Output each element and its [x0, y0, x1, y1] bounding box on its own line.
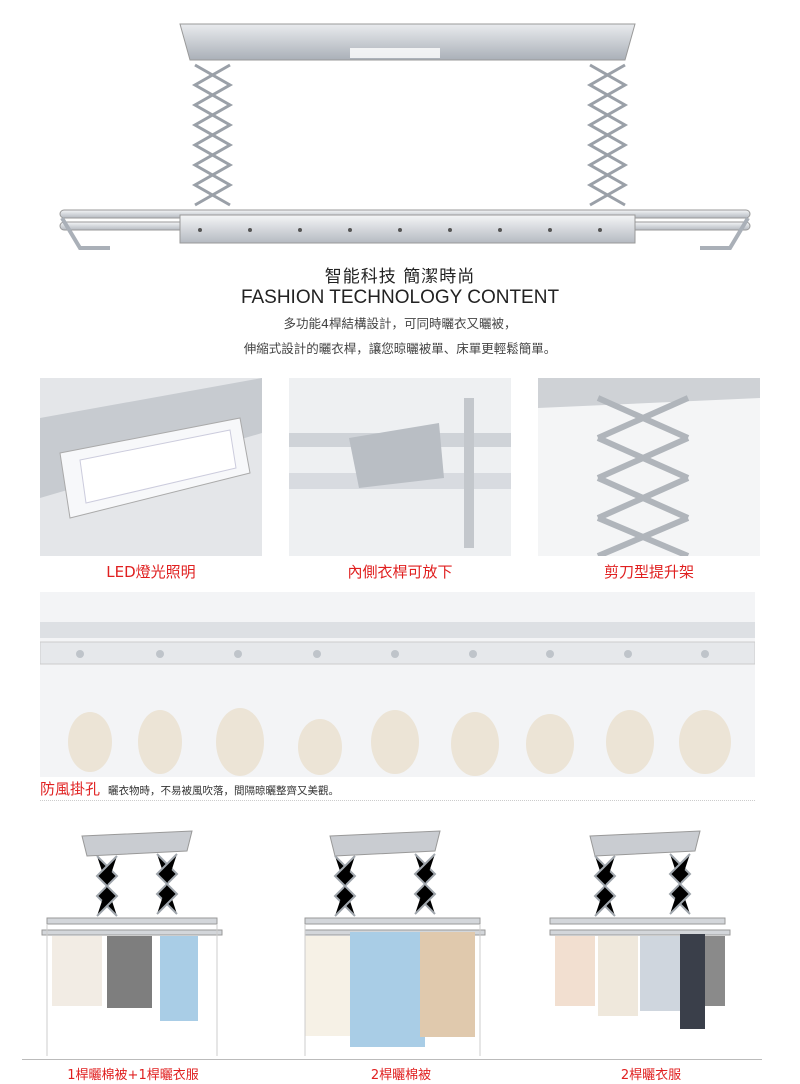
- mode-caption-two-blankets: 2桿曬棉被: [370, 1068, 432, 1083]
- intro-line-2: 伸縮式設計的曬衣桿，讓您晾曬被單、床單更輕鬆簡單。: [243, 341, 557, 356]
- feature-caption-led: LED燈光照明: [106, 563, 196, 581]
- floor-line: [22, 1059, 762, 1060]
- mode-caption-two-clothes: 2桿曬衣服: [620, 1068, 682, 1083]
- mode-image-two-clothes: [549, 830, 731, 1029]
- feature-caption-inner-bar: 內側衣桿可放下: [347, 563, 453, 581]
- feature-photo-led: [40, 378, 262, 556]
- intro-title-en: FASHION TECHNOLOGY CONTENT: [240, 287, 560, 308]
- windproof-caption-row: 防風掛孔曬衣物時，不易被風吹落，間隔晾曬整齊又美觀。: [40, 778, 755, 799]
- windproof-title: 防風掛孔: [40, 780, 101, 798]
- mode-image-blanket-clothes: [41, 830, 223, 1056]
- intro-title-zh: 智能科技 簡潔時尚: [324, 267, 476, 287]
- mode-image-two-blankets: [304, 830, 486, 1056]
- feature-caption-scissor-lift: 剪刀型提升架: [603, 563, 694, 581]
- feature-photo-inner-bar: [289, 378, 511, 556]
- intro-line-1: 多功能4桿結構設計，可同時曬衣又曬被，: [283, 316, 517, 331]
- feature-photo-scissor-lift: [538, 378, 760, 556]
- mode-caption-blanket-clothes: 1桿曬棉被+1桿曬衣服: [67, 1068, 199, 1083]
- windproof-holes-photo: [40, 592, 755, 777]
- windproof-description: 曬衣物時，不易被風吹落，間隔晾曬整齊又美觀。: [108, 785, 340, 797]
- divider: [40, 800, 755, 801]
- hero-product-image: [59, 23, 751, 250]
